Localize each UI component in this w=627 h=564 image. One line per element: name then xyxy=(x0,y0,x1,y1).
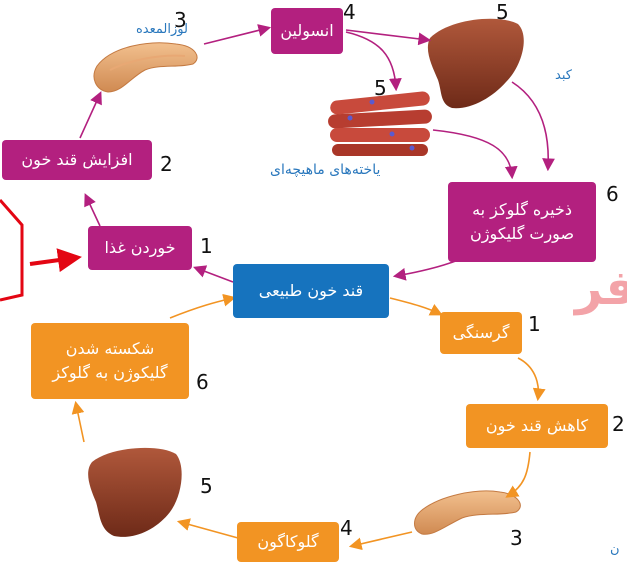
liver-label: کبد xyxy=(555,68,572,83)
step-number-breakdown: 6 xyxy=(196,370,209,394)
muscle-cells-image xyxy=(328,91,433,156)
muscle-cells-label: یاخته‌های ماهیچه‌ای xyxy=(270,162,380,178)
step-number-pancreas-top: 3 xyxy=(174,8,187,32)
blood-sugar-increase-box: افزایش قند خون xyxy=(2,140,152,180)
step-number-glucagon: 4 xyxy=(340,516,353,540)
glycogen-storage-line2: صورت گلیکوژن xyxy=(470,222,574,246)
watermark-text: فر xyxy=(575,260,627,316)
step-number-eating: 1 xyxy=(200,234,213,258)
normal-blood-sugar-box: قند خون طبیعی xyxy=(233,264,389,318)
glycogen-breakdown-line2: گلیکوژن به گلوکز xyxy=(52,361,167,385)
glycogen-breakdown-line1: شکسته شدن xyxy=(66,337,155,361)
pancreas-bottom-image xyxy=(415,491,521,534)
insulin-box: انسولین xyxy=(271,8,343,54)
blood-sugar-decrease-box: کاهش قند خون xyxy=(466,404,608,448)
eating-food-box: خوردن غذا xyxy=(88,226,192,270)
glycogen-storage-box: ذخیره گلوکز به صورت گلیکوژن xyxy=(448,182,596,262)
liver-bottom-image xyxy=(88,448,182,537)
step-number-liver-top: 5 xyxy=(496,0,509,24)
glycogen-breakdown-box: شکسته شدن گلیکوژن به گلوکز xyxy=(31,323,189,399)
corner-fragment-label: ن xyxy=(610,542,620,557)
step-number-muscle: 5 xyxy=(374,76,387,100)
glucagon-box: گلوکاگون xyxy=(237,522,339,562)
step-number-pancreas-bottom: 3 xyxy=(510,526,523,550)
glycogen-storage-line1: ذخیره گلوکز به xyxy=(472,198,572,222)
step-number-hunger: 1 xyxy=(528,312,541,336)
liver-top-image xyxy=(428,19,524,108)
pancreas-top-image xyxy=(94,43,197,92)
hunger-box: گرسنگی xyxy=(440,312,522,354)
step-number-insulin: 4 xyxy=(343,0,356,24)
step-number-decrease: 2 xyxy=(612,412,625,436)
step-number-liver-bottom: 5 xyxy=(200,474,213,498)
step-number-storage: 6 xyxy=(606,182,619,206)
step-number-increase: 2 xyxy=(160,152,173,176)
red-callout-shape xyxy=(0,200,74,300)
